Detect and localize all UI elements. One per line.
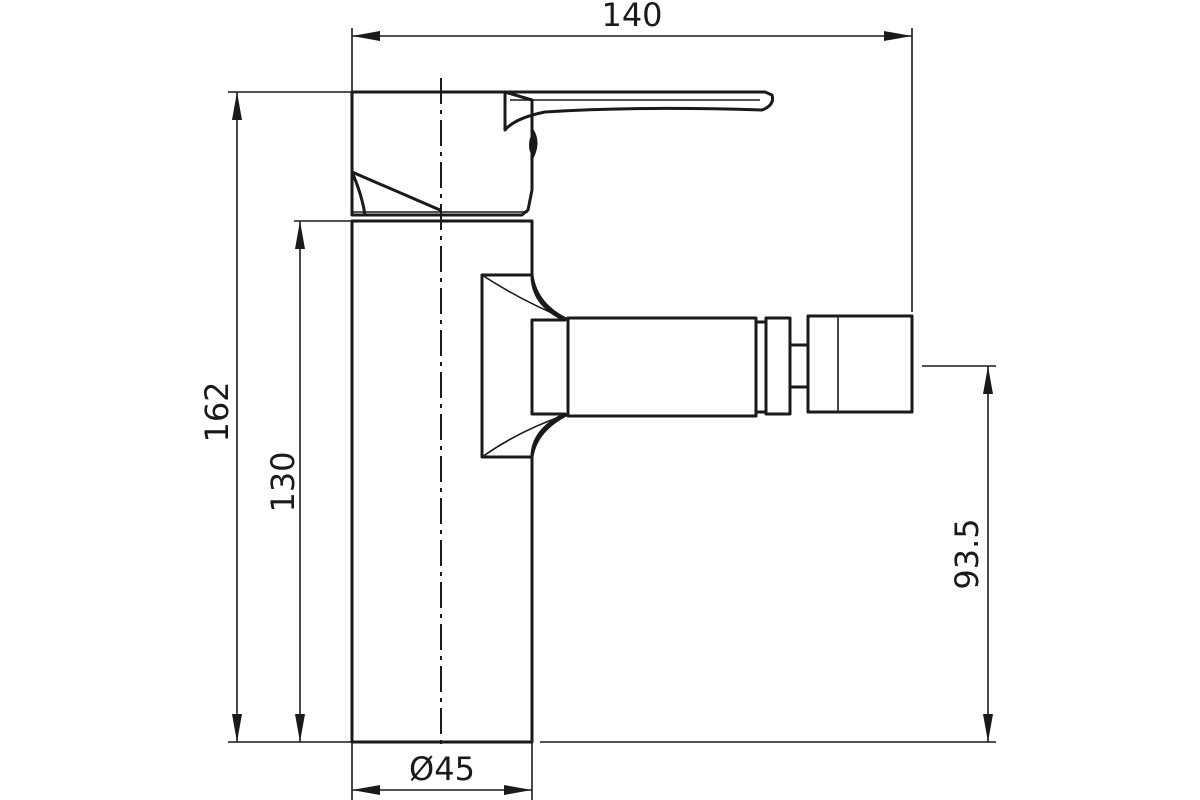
spout-tube — [566, 316, 758, 418]
spout-connector — [480, 273, 570, 459]
faucet-drawing — [350, 78, 914, 745]
base-diameter-label: Ø45 — [409, 750, 475, 788]
dimension-spout-height: 93.5 — [540, 365, 996, 743]
lever-handle — [503, 90, 774, 132]
aerator-head — [806, 314, 914, 414]
dimension-body-height: 130 — [264, 220, 352, 742]
body-height-label: 130 — [264, 451, 302, 512]
spout-neck — [788, 343, 810, 389]
faucet-body — [350, 219, 567, 744]
connector-inner-line — [481, 274, 569, 458]
overall-height-label: 162 — [198, 381, 236, 442]
cap-bevel — [350, 170, 442, 217]
overall-width-label: 140 — [601, 0, 662, 34]
spout-ring — [764, 316, 792, 416]
lever-pivot-dot — [529, 135, 537, 155]
dimension-base-diameter: Ø45 — [351, 742, 533, 800]
dimension-overall-height: 162 — [198, 91, 352, 743]
dimension-overall-width: 140 — [351, 0, 913, 312]
spout-height-label: 93.5 — [948, 518, 986, 589]
